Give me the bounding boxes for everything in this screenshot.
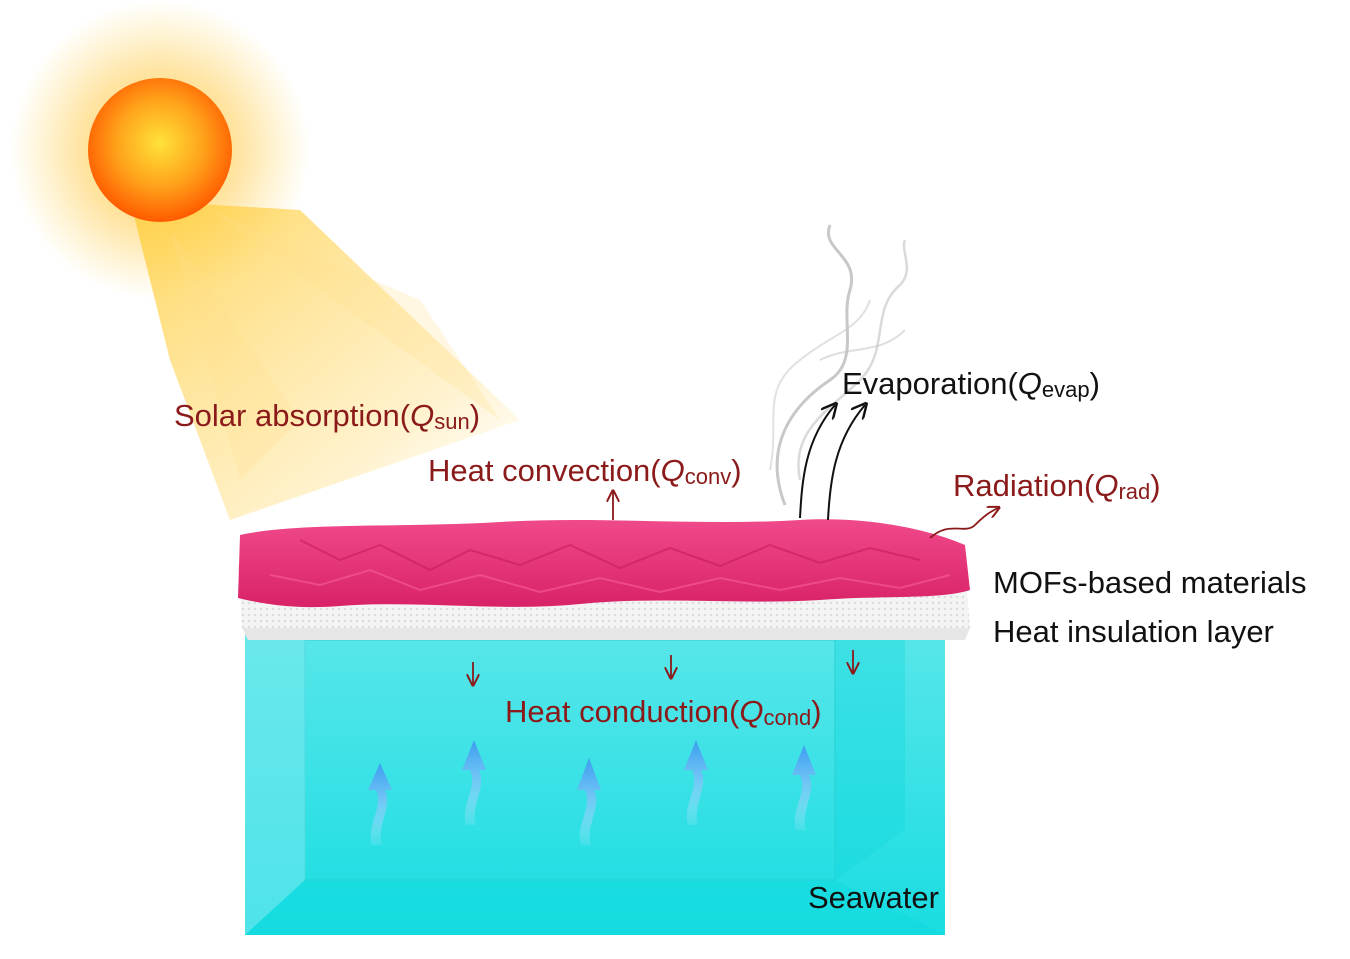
sun-icon [88, 78, 232, 222]
sun-beam-ray [210, 210, 500, 420]
radiation-label: Radiation(Qrad) [953, 468, 1161, 504]
seawater-right-face [835, 640, 905, 880]
evaporation-arrow [827, 405, 865, 521]
upflow-arrow [684, 740, 708, 825]
upflow-arrow [577, 758, 601, 845]
insulation-edge [242, 628, 970, 640]
mof-body [238, 519, 970, 608]
seawater-front [245, 600, 945, 935]
seawater-label: Seawater [808, 880, 939, 915]
mof-materials-label: MOFs-based materials [993, 565, 1307, 600]
upflow-arrow [462, 740, 486, 825]
heat-insulation-label: Heat insulation layer [993, 614, 1274, 649]
seawater-block [245, 600, 945, 935]
upflow-arrow [792, 745, 816, 830]
heat-convection-label: Heat convection(Qconv) [428, 453, 742, 489]
sun-beam-ray [170, 230, 300, 480]
radiation-arrow [929, 508, 998, 539]
seawater-bottom-face [245, 880, 945, 935]
sun-beams [130, 200, 520, 520]
water-upflow-arrows [368, 740, 816, 845]
heat-conduction-label: Heat conduction(Qcond) [505, 694, 822, 730]
evaporation-arrow [799, 405, 835, 519]
upflow-arrow [368, 763, 392, 845]
sun [10, 0, 520, 520]
mof-layer [238, 519, 970, 608]
evaporation-label: Evaporation(Qevap) [842, 366, 1100, 402]
solar-absorption-label: Solar absorption(Qsun) [174, 398, 481, 434]
steam [769, 224, 909, 506]
seawater-left-face [245, 600, 305, 935]
